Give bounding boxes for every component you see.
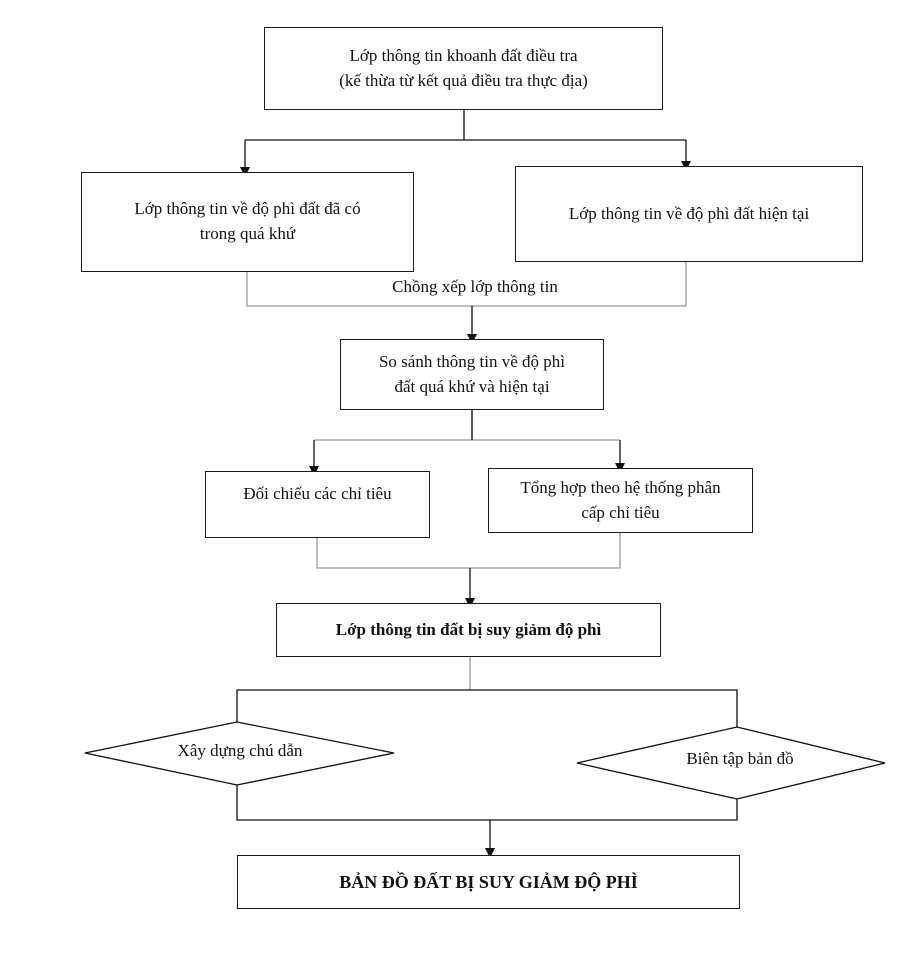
compare-line1: So sánh thông tin về độ phì <box>378 351 566 371</box>
connector-merge-degraded <box>316 533 621 569</box>
diamond-legend-build <box>84 721 395 786</box>
connector-diamond-merge <box>236 785 738 821</box>
current-fertility-box: Lớp thông tin về độ phì đất hiện tại <box>515 166 863 262</box>
summary-box: Tổng hợp theo hệ thống phân cấp chỉ tiêu <box>488 468 753 533</box>
connector-merge-overlay <box>246 262 687 307</box>
cross-check-box: Đối chiếu các chỉ tiêu <box>205 471 430 538</box>
connector-compare-split <box>314 410 620 441</box>
current-fertility-line1: Lớp thông tin về độ phì đất hiện tại <box>568 203 810 223</box>
survey-layer-line1: Lớp thông tin khoanh đất điều tra <box>349 45 578 65</box>
map-edit-label: Biên tập bản đồ <box>686 749 794 768</box>
summary-line2: cấp chỉ tiêu <box>581 502 660 522</box>
past-fertility-line2: trong quá khứ <box>199 224 296 243</box>
connector-diamond-bracket <box>236 689 738 727</box>
degraded-layer-line1: Lớp thông tin đất bị suy giảm độ phì <box>335 619 602 639</box>
survey-layer-line2: (kế thừa từ kết quả điều tra thực địa) <box>339 70 588 90</box>
legend-build-label: Xây dựng chú dẫn <box>177 741 303 760</box>
compare-line2: đất quá khứ và hiện tại <box>394 376 550 396</box>
past-fertility-box: Lớp thông tin về độ phì đất đã có trong … <box>81 172 414 272</box>
summary-line1: Tổng hợp theo hệ thống phân <box>520 477 721 497</box>
degraded-layer-box: Lớp thông tin đất bị suy giảm độ phì <box>276 603 661 657</box>
overlay-label: Chồng xếp lớp thông tin <box>392 277 558 296</box>
connector-top-split <box>245 110 686 141</box>
cross-check-line1: Đối chiếu các chỉ tiêu <box>243 484 392 503</box>
final-map-box: BẢN ĐỒ ĐẤT BỊ SUY GIẢM ĐỘ PHÌ <box>237 855 740 909</box>
survey-layer-box: Lớp thông tin khoanh đất điều tra (kế th… <box>264 27 663 110</box>
compare-box: So sánh thông tin về độ phì đất quá khứ … <box>340 339 604 410</box>
diamond-map-edit <box>576 726 886 800</box>
past-fertility-line1: Lớp thông tin về độ phì đất đã có <box>134 199 361 219</box>
final-map-line1: BẢN ĐỒ ĐẤT BỊ SUY GIẢM ĐỘ PHÌ <box>339 871 638 892</box>
